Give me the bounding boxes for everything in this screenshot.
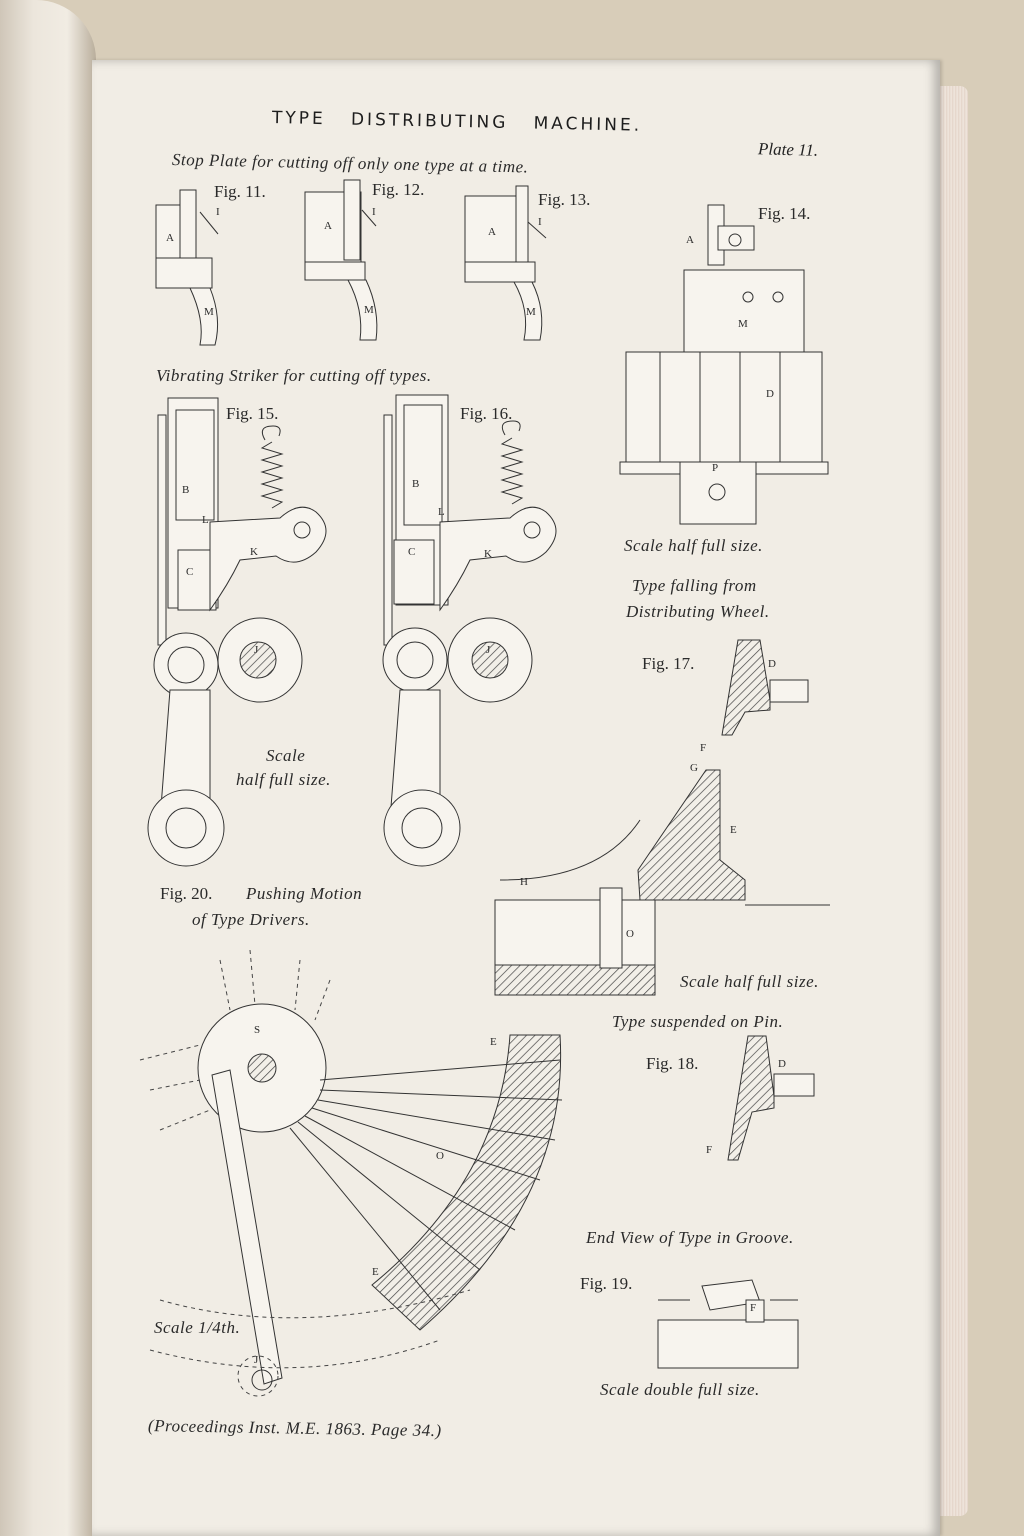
caption-type-suspended: Type suspended on Pin. <box>612 1012 784 1031</box>
part-label: E <box>372 1266 379 1278</box>
fig16-label: Fig. 16. <box>460 404 513 423</box>
caption-scale-fig20: Scale 1/4th. <box>154 1318 241 1337</box>
fig13-label: Fig. 13. <box>538 190 591 209</box>
part-label: M <box>738 318 748 330</box>
part-label: L <box>438 506 445 518</box>
fig11-label: Fig. 11. <box>214 182 266 201</box>
part-label: J <box>254 1354 259 1366</box>
caption-scale-fig14: Scale half full size. <box>624 536 763 555</box>
part-label: H <box>520 876 528 888</box>
fig11-drawing <box>155 189 219 346</box>
part-label: D <box>766 388 774 400</box>
fig20-label: Fig. 20. <box>160 884 213 903</box>
part-label: J <box>254 644 259 656</box>
part-label: F <box>700 742 707 754</box>
part-label: D <box>778 1058 786 1070</box>
fig15-drawing <box>147 397 327 867</box>
caption-type-falling-line1: Type falling from <box>632 576 757 595</box>
part-label: A <box>686 234 694 246</box>
part-label: O <box>436 1150 444 1162</box>
part-label: M <box>364 304 374 316</box>
part-label: C <box>408 546 416 558</box>
fig17-drawing <box>494 639 830 996</box>
part-label: I <box>216 206 220 218</box>
fig19-drawing <box>657 1279 799 1369</box>
caption-scale-fig17: Scale half full size. <box>680 972 819 991</box>
caption-scale-fig19: Scale double full size. <box>600 1380 760 1399</box>
part-label: I <box>372 206 376 218</box>
part-label: G <box>690 762 698 774</box>
part-label: A <box>488 226 496 238</box>
fig14-label: Fig. 14. <box>758 204 811 223</box>
fig12-label: Fig. 12. <box>372 180 425 199</box>
fig15-label: Fig. 15. <box>226 404 279 423</box>
part-label: M <box>526 306 536 318</box>
page-edges <box>938 86 968 1516</box>
plate-number: Plate 11. <box>757 139 819 160</box>
caption-fig20-line1: Pushing Motion <box>246 884 363 903</box>
caption-type-falling-line2: Distributing Wheel. <box>626 602 770 621</box>
caption-end-view: End View of Type in Groove. <box>586 1228 794 1247</box>
part-label: F <box>706 1144 713 1156</box>
fig18-drawing <box>727 1035 815 1161</box>
fig13-drawing <box>464 185 547 341</box>
part-label: B <box>182 484 190 496</box>
part-label: F <box>750 1302 757 1314</box>
part-label: B <box>412 478 420 490</box>
part-label: P <box>712 462 719 474</box>
part-label: E <box>490 1036 497 1048</box>
part-label: L <box>202 514 209 526</box>
part-label: O <box>626 928 634 940</box>
fig16-drawing <box>382 394 557 867</box>
part-label: K <box>250 546 258 558</box>
part-label: K <box>484 548 492 560</box>
fig18-label: Fig. 18. <box>646 1054 699 1073</box>
part-label: M <box>204 306 214 318</box>
part-label: A <box>166 232 174 244</box>
caption-vibrating-striker: Vibrating Striker for cutting off types. <box>156 366 432 385</box>
fig20-drawing <box>139 949 563 1397</box>
fig19-label: Fig. 19. <box>580 1274 633 1293</box>
caption-scale-fig15-line1: Scale <box>266 746 306 765</box>
part-label: S <box>254 1024 261 1036</box>
part-label: C <box>186 566 194 578</box>
part-label: I <box>538 216 542 228</box>
facing-page <box>0 0 96 1536</box>
part-label: E <box>730 824 737 836</box>
part-label: D <box>768 658 776 670</box>
part-label: J <box>486 644 491 656</box>
part-label: A <box>324 220 332 232</box>
fig17-label: Fig. 17. <box>642 654 695 673</box>
fig12-drawing <box>304 179 378 341</box>
caption-scale-fig15-line2: half full size. <box>236 770 331 789</box>
caption-fig20-line2: of Type Drivers. <box>192 910 310 929</box>
fig14-drawing <box>619 204 829 525</box>
